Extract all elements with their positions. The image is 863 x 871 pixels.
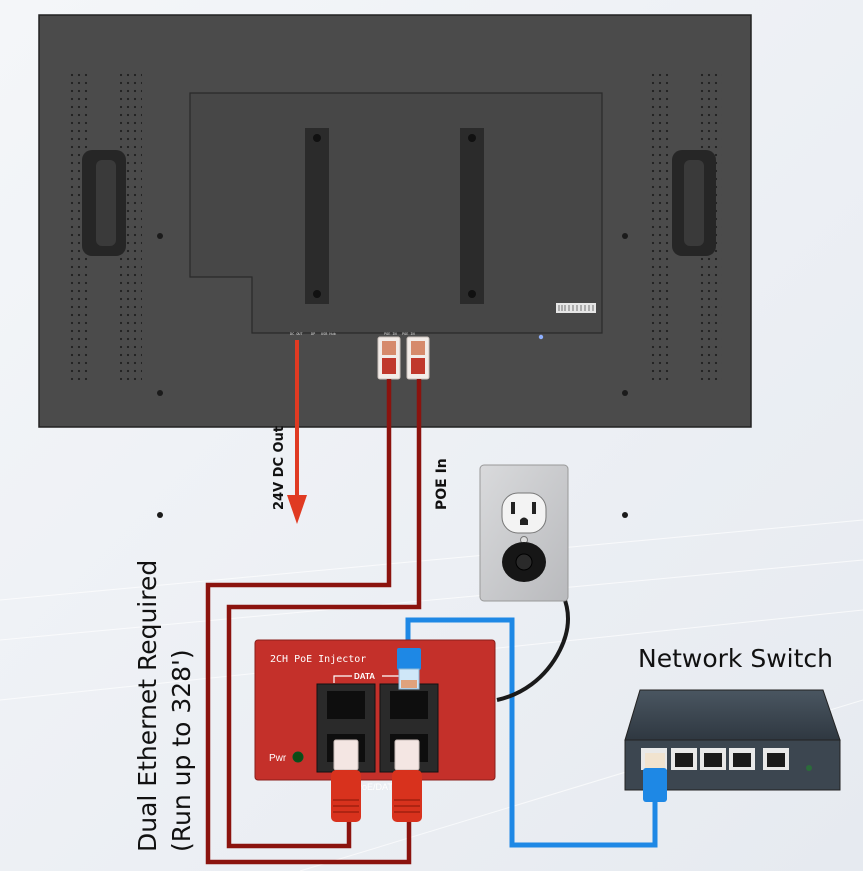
screw-holes <box>157 233 628 518</box>
wall-outlet <box>479 464 569 602</box>
network-switch-label: Network Switch <box>638 644 833 673</box>
dual-ethernet-label-line2: (Run up to 328') <box>167 649 196 852</box>
rj45-connector-red-injector-2 <box>392 739 422 822</box>
vent-right-1 <box>648 70 670 380</box>
port-label-dp: DP <box>311 332 315 336</box>
rj45-connector-blue-injector <box>397 648 421 690</box>
injector-data-label: DATA <box>354 672 375 681</box>
dual-ethernet-label-line1: Dual Ethernet Required <box>133 560 162 852</box>
rj45-connector-red-injector-1 <box>331 739 361 822</box>
status-led-icon <box>538 334 544 340</box>
serial-label-sticker <box>556 303 596 313</box>
poe-cable-inner <box>226 379 422 849</box>
vent-left-1 <box>68 70 90 380</box>
injector-title: 2CH PoE Injector <box>270 654 366 665</box>
injector-bottom-label: PoE/DATA <box>356 782 398 792</box>
poe-cable-outer <box>205 379 412 865</box>
display-control-panel <box>189 92 603 334</box>
handle-right-icon <box>672 150 716 256</box>
dc-out-arrow <box>287 340 307 524</box>
injector-data-port-1[interactable] <box>327 691 365 719</box>
port-label-poe-in-2: POE IN <box>402 332 415 336</box>
data-cable <box>405 617 658 848</box>
network-switch <box>624 689 841 791</box>
display-rear: DC OUT DP USB Hub POE IN POE IN <box>38 14 752 518</box>
mount-bar-right <box>460 128 484 304</box>
mount-bar-left <box>305 128 329 304</box>
injector-pwr-label: Pwr <box>269 753 287 764</box>
port-label-poe-in-1: POE IN <box>384 332 397 336</box>
rj45-connector-display-2 <box>406 336 430 380</box>
injector-data-port-2[interactable] <box>390 691 428 719</box>
power-led-icon <box>292 751 304 763</box>
switch-power-led-icon <box>806 765 812 771</box>
port-label-dc-out: DC OUT <box>290 332 304 336</box>
dc-out-label: 24V DC Out <box>272 426 287 510</box>
barcode-icon <box>558 305 594 311</box>
handle-left-icon <box>82 150 126 256</box>
poe-in-label: POE In <box>434 458 450 510</box>
rj45-connector-blue-switch <box>643 753 667 802</box>
vent-left-2 <box>120 70 142 380</box>
rj45-connector-display-1 <box>377 336 401 380</box>
poe-injector: 2CH PoE Injector DATA Pwr PoE/DATA <box>254 639 496 792</box>
port-label-usb: USB Hub <box>321 332 336 336</box>
